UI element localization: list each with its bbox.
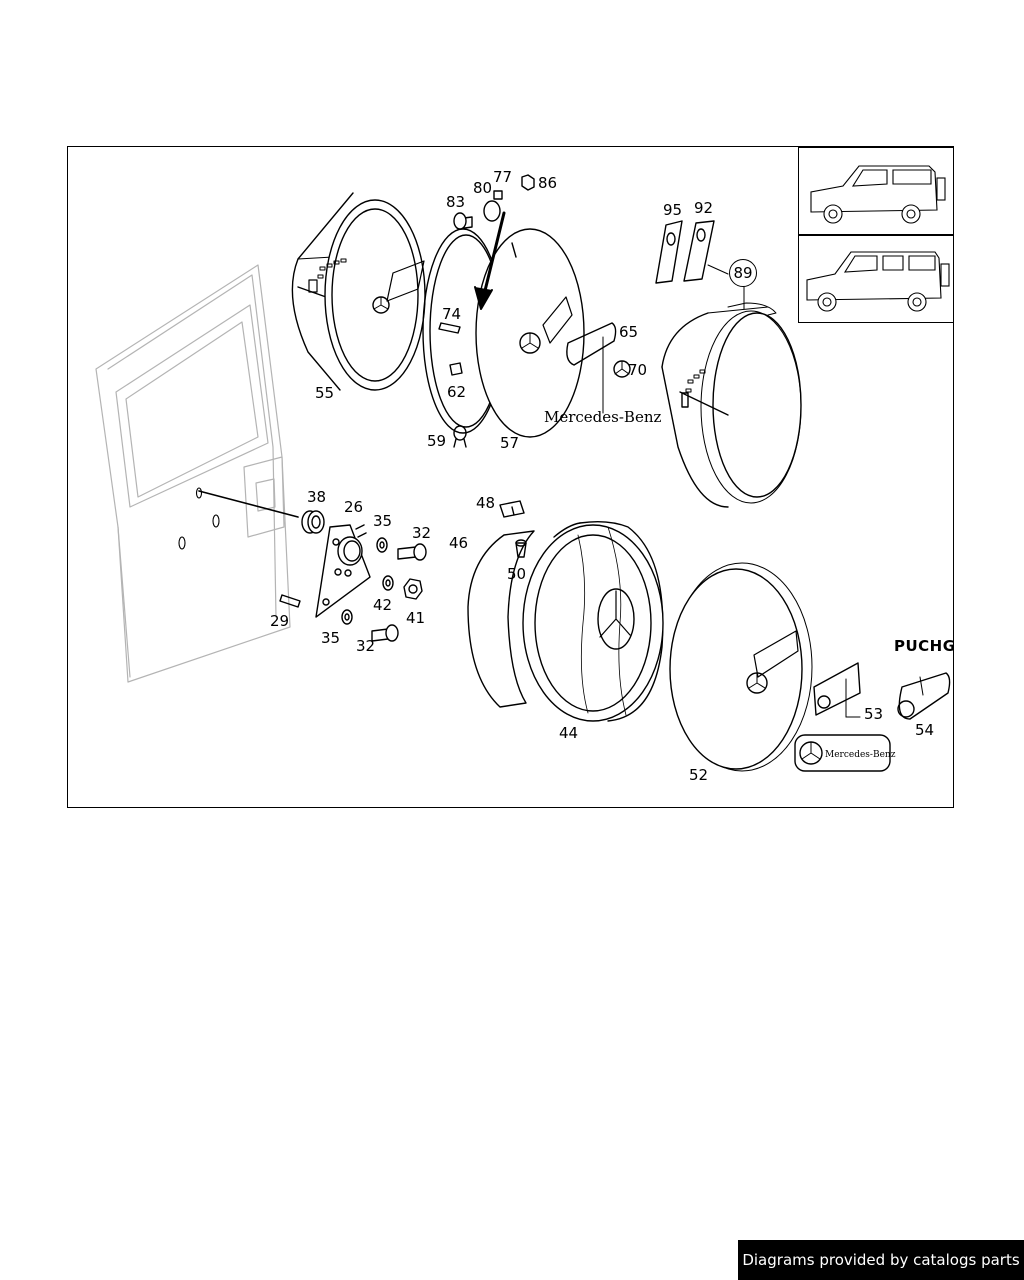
part-label-95: 95 bbox=[663, 201, 683, 219]
part-32-bolt-b bbox=[371, 624, 399, 642]
part-label-53: 53 bbox=[864, 705, 884, 723]
rotation-arrow bbox=[474, 211, 506, 310]
part-label-70: 70 bbox=[628, 361, 648, 379]
part-53-plate bbox=[813, 662, 861, 718]
part-57-cover-disc bbox=[475, 228, 585, 438]
part-55-wheel-cover bbox=[291, 192, 426, 391]
part-label-92: 92 bbox=[694, 199, 714, 217]
part-92-lock-cover bbox=[683, 220, 729, 282]
bolt-line bbox=[198, 490, 299, 518]
part-62-block bbox=[449, 362, 463, 376]
part-label-35a: 35 bbox=[373, 512, 393, 530]
part-label-86: 86 bbox=[538, 174, 558, 192]
part-label-32a: 32 bbox=[412, 524, 432, 542]
part-label-50: 50 bbox=[507, 565, 527, 583]
part-48-clip bbox=[499, 500, 525, 518]
part-label-77: 77 bbox=[493, 168, 513, 186]
mercedes-badge-text: Mercedes-Benz bbox=[825, 750, 896, 760]
vehicle-thumbnail-short bbox=[798, 147, 954, 235]
part-44-tire bbox=[522, 520, 664, 722]
part-52-wheel-cover bbox=[669, 562, 813, 772]
part-42-washer bbox=[382, 575, 394, 591]
part-46-belt-cover bbox=[467, 530, 535, 708]
part-32-bolt-a bbox=[397, 543, 427, 561]
part-26-carrier-plate bbox=[315, 524, 371, 618]
rear-door-outline bbox=[95, 264, 291, 683]
part-54-plate bbox=[897, 672, 951, 720]
part-35-washer-a bbox=[376, 537, 388, 553]
door-holes bbox=[178, 487, 220, 550]
part-83-bolt bbox=[453, 212, 473, 230]
part-label-32b: 32 bbox=[356, 637, 376, 655]
part-70-star bbox=[613, 360, 631, 378]
part-35-washer-b bbox=[341, 609, 353, 625]
part-label-46: 46 bbox=[449, 534, 469, 552]
part-label-41: 41 bbox=[406, 609, 426, 627]
part-41-nut bbox=[403, 578, 423, 600]
footer-credit: Diagrams provided by catalogs parts bbox=[738, 1240, 1024, 1280]
puch-lettering: PUCHG bbox=[894, 637, 956, 655]
part-label-26: 26 bbox=[344, 498, 364, 516]
part-74-latch bbox=[438, 322, 461, 334]
part-77-clip bbox=[493, 190, 503, 200]
part-label-38: 38 bbox=[307, 488, 327, 506]
exploded-parts-diagram: 26 29 32 32 35 35 38 41 42 44 46 48 50 5… bbox=[67, 146, 956, 808]
part-label-35b: 35 bbox=[321, 629, 341, 647]
part-label-59: 59 bbox=[427, 432, 447, 450]
mercedes-badge bbox=[794, 734, 891, 772]
diagram-drawing bbox=[95, 174, 951, 772]
part-80-clamp bbox=[483, 200, 501, 222]
part-label-57: 57 bbox=[500, 434, 520, 452]
part-label-74: 74 bbox=[442, 305, 462, 323]
part-label-29: 29 bbox=[270, 612, 290, 630]
part-label-52: 52 bbox=[689, 766, 709, 784]
part-38-bushing bbox=[301, 510, 325, 534]
part-label-65: 65 bbox=[619, 323, 639, 341]
part-95-lock-cover bbox=[655, 220, 683, 284]
part-label-48: 48 bbox=[476, 494, 496, 512]
part-50-stud bbox=[515, 539, 527, 558]
part-label-42: 42 bbox=[373, 596, 393, 614]
part-89-ring-cover bbox=[661, 274, 802, 508]
part-65-plate bbox=[566, 322, 617, 414]
part-label-80: 80 bbox=[473, 179, 493, 197]
part-label-83: 83 bbox=[446, 193, 466, 211]
part-callout-89: 89 bbox=[729, 259, 757, 287]
vehicle-thumbnail-long bbox=[798, 235, 954, 323]
part-label-55: 55 bbox=[315, 384, 335, 402]
mercedes-lettering: Mercedes-Benz bbox=[544, 408, 662, 426]
part-label-44: 44 bbox=[559, 724, 579, 742]
part-label-62: 62 bbox=[447, 383, 467, 401]
part-86-nut bbox=[521, 174, 535, 191]
part-label-54: 54 bbox=[915, 721, 935, 739]
part-59-clip bbox=[453, 425, 467, 448]
part-29-pin bbox=[279, 594, 301, 608]
